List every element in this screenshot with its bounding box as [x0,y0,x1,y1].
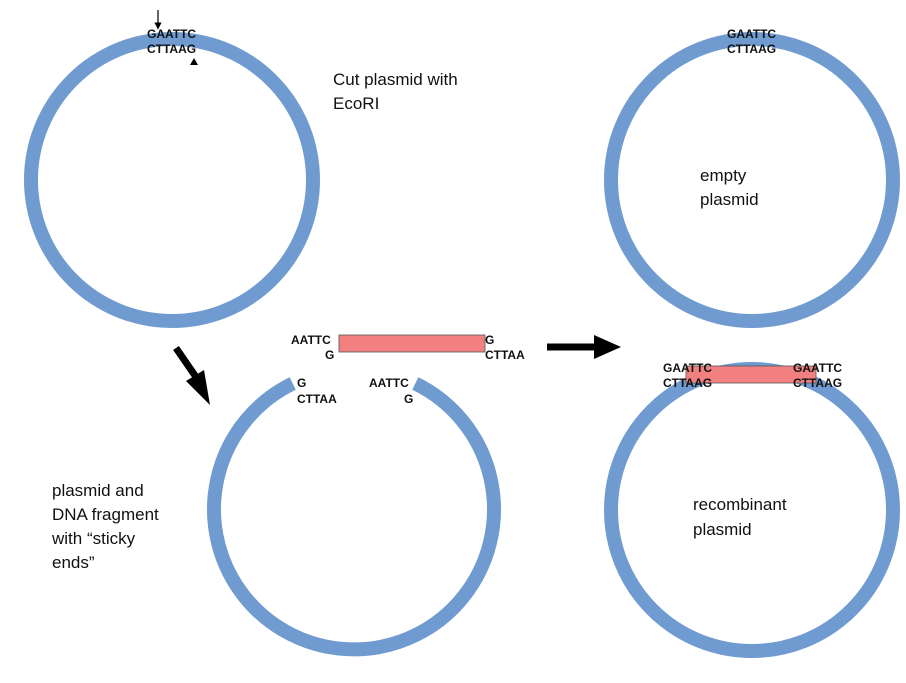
cut-plasmid-label-line2: EcoRI [333,94,379,113]
sticky-right-top: AATTC [369,376,409,390]
sticky-right-bottom: G [404,392,413,406]
cut-plasmid-panel: GAATTC CTTAAG Cut plasmid with EcoRI [24,10,458,328]
plasmid-ring-top-right [604,32,900,328]
fragment-right-top: G [485,333,494,347]
arrow-to-recombinant [547,335,621,359]
recombinant-right-bottom: CTTAAG [793,376,842,390]
recombinant-panel: GAATTC CTTAAG GAATTC CTTAAG recombinant … [604,361,900,658]
dna-fragment-bar [338,334,486,353]
dna-fragment-group: AATTC G G CTTAA [291,333,525,362]
plasmid-ring-top-left [24,32,320,328]
recombinant-left-bottom: CTTAAG [663,376,712,390]
sticky-label-line3: with “sticky [51,529,136,548]
recombinant-right-top: GAATTC [793,361,842,375]
sticky-ends-panel: G CTTAA AATTC G plasmid and DNA fragment… [51,376,501,657]
ecori-top-strand: GAATTC [147,27,196,41]
ecori-bottom-strand: CTTAAG [147,42,196,56]
sticky-label-line2: DNA fragment [52,505,159,524]
fragment-right-bottom: CTTAA [485,348,525,362]
sticky-left-bottom: CTTAA [297,392,337,406]
sticky-label-line1: plasmid and [52,481,144,500]
recombinant-left-top: GAATTC [663,361,712,375]
cut-plasmid-label-line1: Cut plasmid with [333,70,458,89]
sticky-label-line4: ends” [52,553,95,572]
empty-plasmid-top-strand: GAATTC [727,27,776,41]
empty-plasmid-panel: GAATTC CTTAAG empty plasmid [604,27,900,328]
opened-plasmid-ring [207,377,501,657]
empty-plasmid-label-line2: plasmid [700,190,759,209]
fragment-left-bottom: G [325,348,334,362]
cut-site-arrow-bottom [190,58,198,65]
inserted-fragment-bar [685,365,817,384]
empty-plasmid-label-line1: empty [700,166,747,185]
empty-plasmid-bottom-strand: CTTAAG [727,42,776,56]
fragment-left-top: AATTC [291,333,331,347]
recombinant-label-line2: plasmid [693,520,752,539]
recombinant-label-line1: recombinant [693,495,787,514]
sticky-left-top: G [297,376,306,390]
arrow-to-sticky-ends [173,346,210,405]
